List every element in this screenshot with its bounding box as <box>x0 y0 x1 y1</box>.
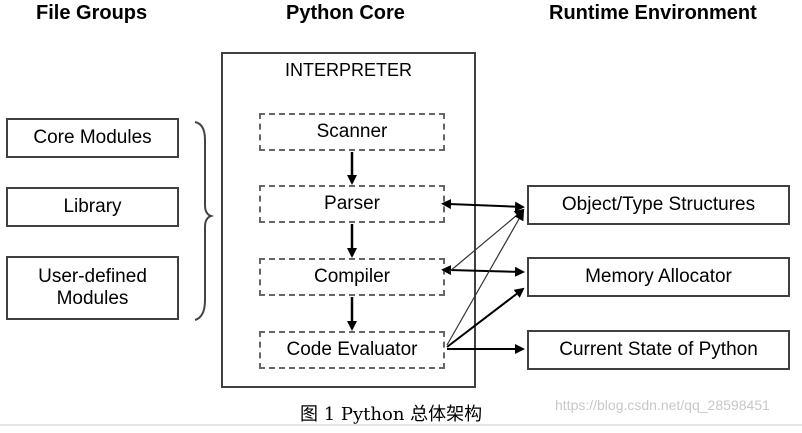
parser-object-arrow <box>441 199 525 212</box>
library-label: Library <box>63 196 122 218</box>
scanner-box: Scanner <box>259 113 445 151</box>
core-modules-box: Core Modules <box>6 118 179 158</box>
watermark: https://blog.csdn.net/qq_28598451 <box>555 397 770 413</box>
code-evaluator-box: Code Evaluator <box>259 331 445 369</box>
compiler-memory-arrow <box>441 265 525 277</box>
compiler-object-line <box>448 208 525 273</box>
python-core-box <box>221 52 476 388</box>
object-type-structures-box: Object/Type Structures <box>527 185 790 225</box>
user-defined-line-2: Modules <box>56 288 129 309</box>
compiler-box: Compiler <box>259 258 445 296</box>
core-modules-label: Core Modules <box>33 127 152 149</box>
evaluator-memory-arrow <box>446 287 525 348</box>
grouping-brace <box>194 121 215 321</box>
interpreter-label: INTERPRETER <box>284 60 412 80</box>
current-state-label: Current State of Python <box>559 339 758 361</box>
object-type-structures-label: Object/Type Structures <box>561 194 756 216</box>
user-defined-modules-box: User-defined Modules <box>6 256 179 320</box>
memory-allocator-box: Memory Allocator <box>527 257 790 297</box>
figure-caption: 图 1 Python 总体架构 <box>300 404 483 425</box>
file-groups-title: File Groups <box>36 2 148 24</box>
user-defined-line-1: User-defined <box>38 266 147 288</box>
parser-label: Parser <box>324 193 380 214</box>
python-core-title: Python Core <box>286 2 405 24</box>
current-state-box: Current State of Python <box>527 330 790 370</box>
code-evaluator-label: Code Evaluator <box>286 339 418 360</box>
parser-box: Parser <box>259 185 445 223</box>
user-defined-modules-label: User-defined Modules <box>38 266 147 310</box>
compiler-label: Compiler <box>313 266 391 287</box>
memory-allocator-label: Memory Allocator <box>585 266 732 288</box>
evaluator-object-line <box>446 210 524 346</box>
bottom-divider <box>0 424 802 426</box>
library-box: Library <box>6 187 179 227</box>
scanner-label: Scanner <box>316 121 388 142</box>
runtime-environment-title: Runtime Environment <box>549 2 757 24</box>
